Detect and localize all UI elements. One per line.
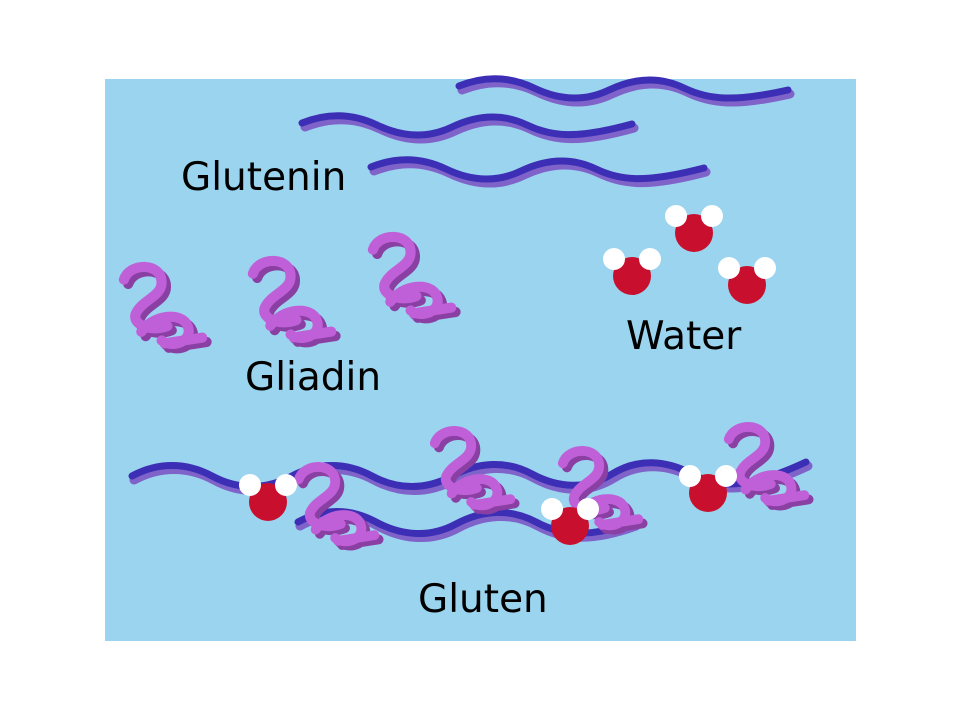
gluten-network [128, 427, 809, 546]
gluten-label: Gluten [418, 577, 548, 622]
water-molecule-icon [239, 474, 297, 521]
coil-icon [253, 261, 336, 342]
gliadin-label: Gliadin [245, 355, 382, 400]
water-molecule-icon [665, 205, 723, 252]
water-molecule-icon [718, 257, 776, 304]
coil-icon [124, 267, 207, 348]
water-molecule-icon [603, 248, 661, 295]
water-molecule-icon [679, 465, 737, 512]
diagram-panel [105, 79, 856, 641]
glutenin-strand [367, 156, 711, 188]
gliadin-coils [124, 237, 456, 348]
glutenin-strand [298, 112, 639, 144]
glutenin-strand [455, 75, 795, 107]
water-label: Water [626, 314, 742, 359]
coil-icon [373, 237, 456, 318]
water-molecule-icon [541, 498, 599, 545]
water-molecules [603, 205, 776, 304]
glutenin-label: Glutenin [181, 155, 347, 200]
glutenin-strands [298, 75, 795, 188]
